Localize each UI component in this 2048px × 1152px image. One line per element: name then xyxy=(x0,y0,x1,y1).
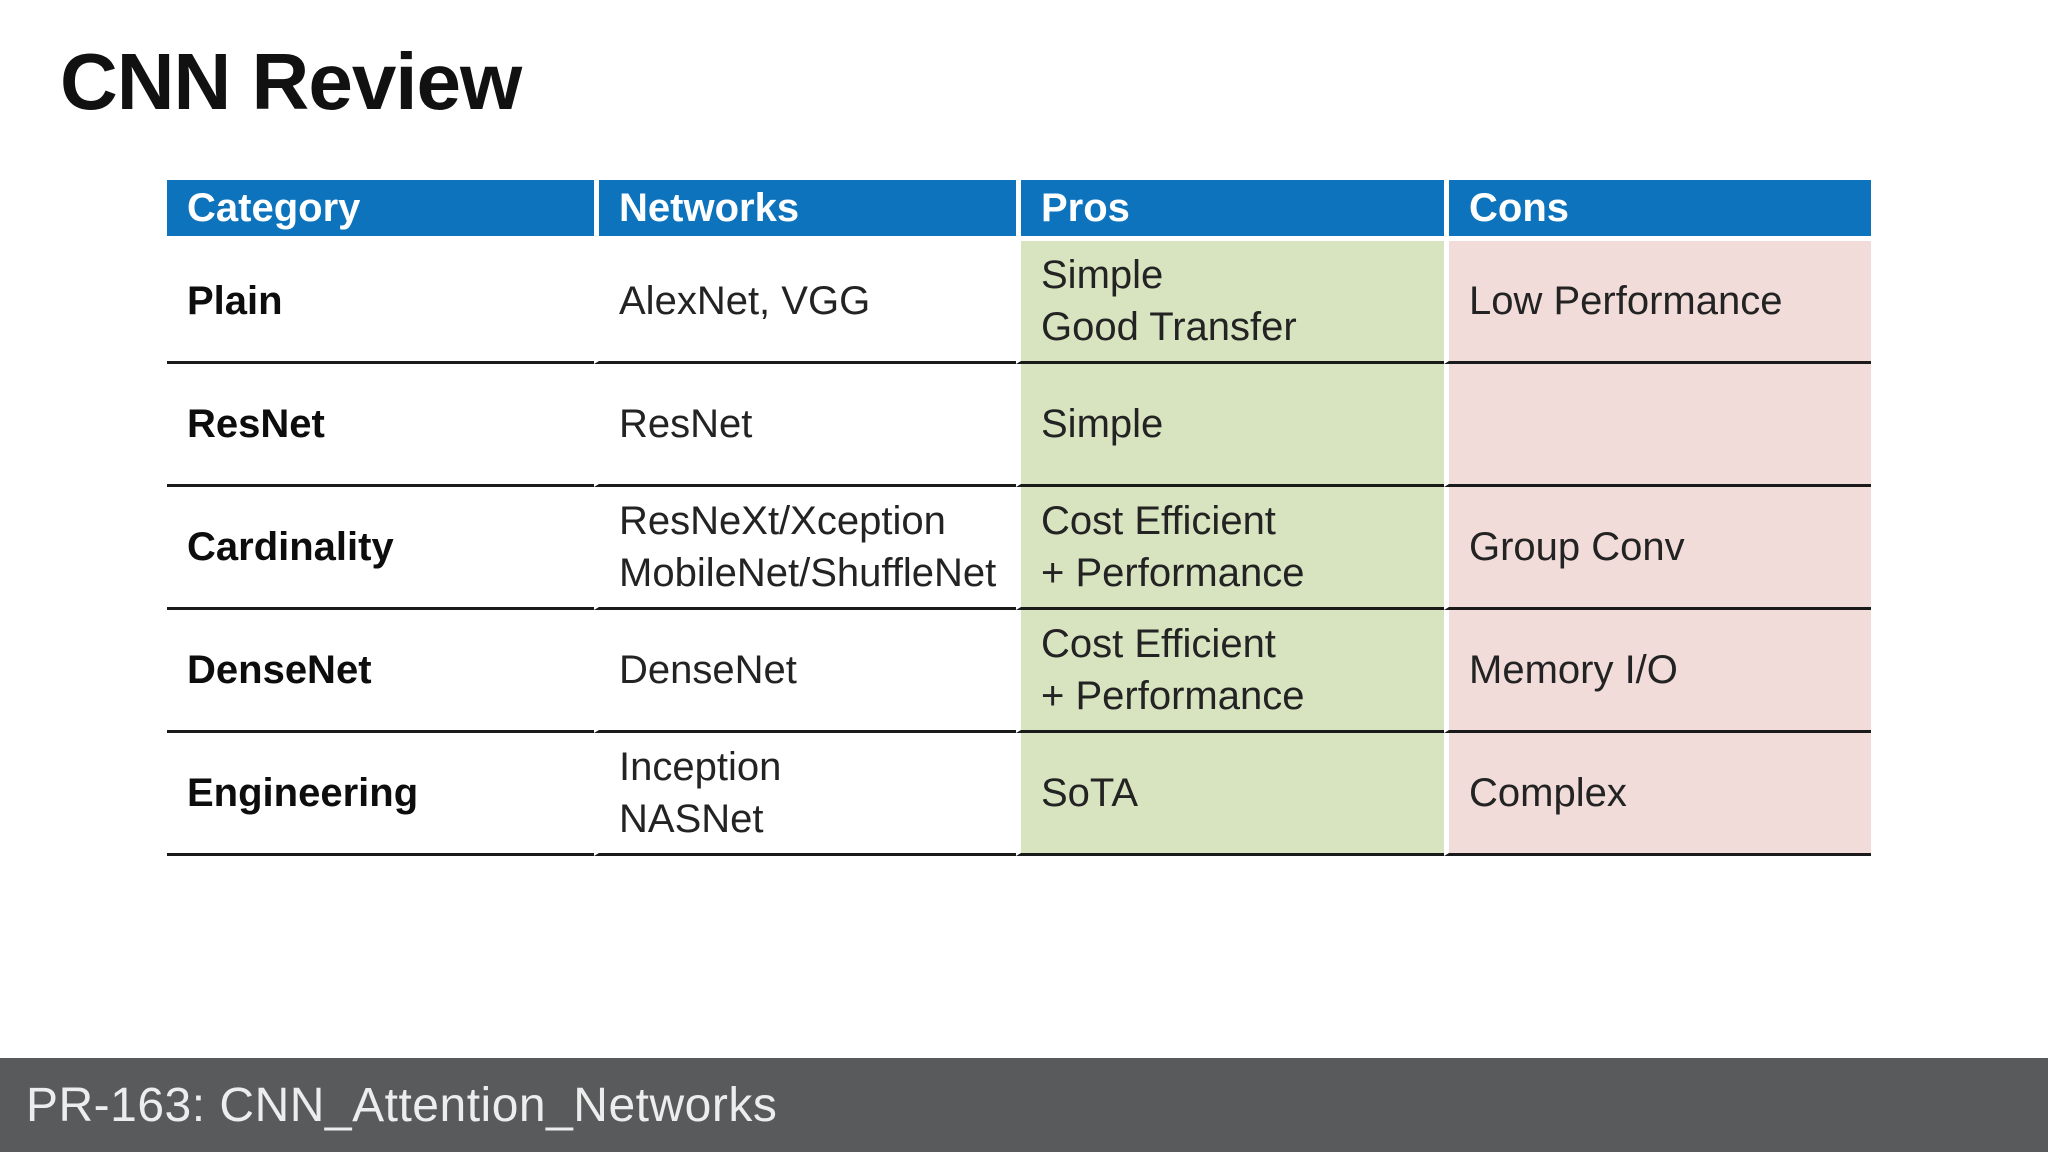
slide-title: CNN Review xyxy=(60,37,522,126)
cell-category: Cardinality xyxy=(167,487,594,610)
column-header-cons: Cons xyxy=(1444,180,1871,241)
column-header-networks: Networks xyxy=(594,180,1016,241)
cell-cons: Group Conv xyxy=(1444,487,1871,610)
footer-text: PR-163: CNN_Attention_Networks xyxy=(26,1078,778,1132)
cell-networks: DenseNet xyxy=(594,610,1016,733)
cell-category: Plain xyxy=(167,241,594,364)
table-header-row: Category Networks Pros Cons xyxy=(167,180,1871,241)
cell-category: ResNet xyxy=(167,364,594,487)
cell-networks: AlexNet, VGG xyxy=(594,241,1016,364)
cell-networks: ResNet xyxy=(594,364,1016,487)
cnn-review-table: Category Networks Pros Cons Plain AlexNe… xyxy=(167,180,1871,856)
cell-pros: Simple Good Transfer xyxy=(1016,241,1444,364)
table-row: Plain AlexNet, VGG Simple Good Transfer … xyxy=(167,241,1871,364)
table-row: Engineering Inception NASNet SoTA Comple… xyxy=(167,733,1871,856)
cell-pros: Cost Efficient + Performance xyxy=(1016,487,1444,610)
cell-cons: Complex xyxy=(1444,733,1871,856)
cell-cons: Memory I/O xyxy=(1444,610,1871,733)
column-header-pros: Pros xyxy=(1016,180,1444,241)
table-row: DenseNet DenseNet Cost Efficient + Perfo… xyxy=(167,610,1871,733)
cell-networks: ResNeXt/Xception MobileNet/ShuffleNet xyxy=(594,487,1016,610)
cell-category: DenseNet xyxy=(167,610,594,733)
column-header-category: Category xyxy=(167,180,594,241)
footer-bar: PR-163: CNN_Attention_Networks xyxy=(0,1058,2048,1152)
cell-cons: Low Performance xyxy=(1444,241,1871,364)
cell-pros: Simple xyxy=(1016,364,1444,487)
cell-cons xyxy=(1444,364,1871,487)
cell-pros: SoTA xyxy=(1016,733,1444,856)
table-row: Cardinality ResNeXt/Xception MobileNet/S… xyxy=(167,487,1871,610)
cell-category: Engineering xyxy=(167,733,594,856)
cell-networks: Inception NASNet xyxy=(594,733,1016,856)
cell-pros: Cost Efficient + Performance xyxy=(1016,610,1444,733)
table-row: ResNet ResNet Simple xyxy=(167,364,1871,487)
